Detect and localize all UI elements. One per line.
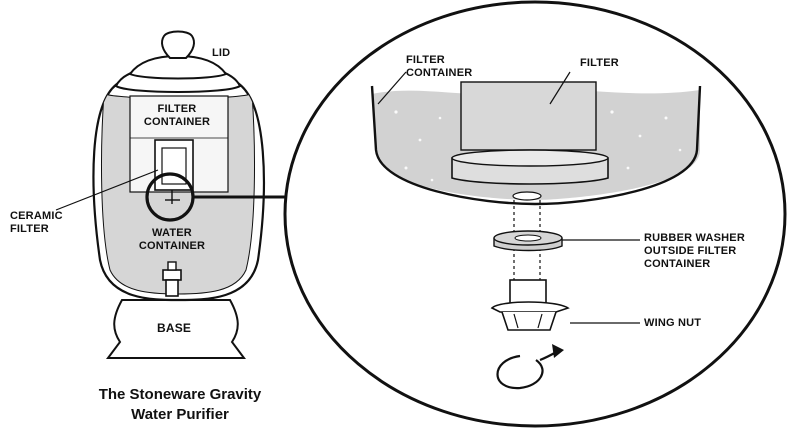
filter-leader — [549, 71, 571, 105]
water-container-line1: WATER — [152, 227, 192, 239]
rubber-washer-line3: CONTAINER — [644, 258, 711, 270]
filter-container-label-left: FILTER CONTAINER — [142, 103, 212, 129]
diagram-caption: The Stoneware Gravity Water Purifier — [60, 385, 300, 425]
ceramic-filter-label: CERAMIC FILTER — [10, 210, 63, 236]
wing-nut — [490, 279, 570, 331]
rubber-washer-line2: OUTSIDE FILTER — [644, 245, 737, 257]
rubber-washer — [493, 230, 563, 252]
purifier-drawing — [55, 30, 290, 359]
zoom-circle — [283, 0, 787, 428]
caption-line2: Water Purifier — [131, 406, 229, 423]
lid-dome — [128, 54, 228, 80]
zoom-filter-body — [460, 81, 597, 151]
caption-line1: The Stoneware Gravity — [98, 386, 262, 403]
filter-container-right-line2: CONTAINER — [406, 67, 473, 79]
lid-label: LID — [212, 47, 231, 59]
filter-container-leader — [377, 71, 407, 105]
rotation-arrow-icon — [496, 344, 564, 390]
base-label: BASE — [157, 321, 192, 335]
ceramic-filter-line1: CERAMIC — [10, 210, 63, 222]
water-container-label: WATER CONTAINER — [134, 227, 210, 253]
zoom-container-wall — [370, 85, 702, 206]
lid-knob — [161, 30, 195, 59]
ceramic-filter-line2: FILTER — [10, 223, 49, 235]
wing-nut-label: WING NUT — [644, 317, 702, 329]
rubber-washer-line1: RUBBER WASHER — [644, 232, 745, 244]
spigot — [162, 261, 182, 297]
filter-label: FILTER — [580, 57, 619, 69]
filter-container-left-line1: FILTER — [157, 103, 197, 115]
ceramic-filter-leader — [55, 169, 159, 211]
zoom-detail — [283, 0, 787, 428]
water-container-line2: CONTAINER — [138, 240, 206, 252]
base-shape — [106, 299, 246, 359]
filter-container-right-line1: FILTER — [406, 54, 445, 66]
filter-container-left-line2: CONTAINER — [143, 116, 211, 128]
rubber-washer-label: RUBBER WASHER OUTSIDE FILTER CONTAINER — [644, 232, 745, 271]
filter-container-label-right: FILTER CONTAINER — [406, 54, 472, 80]
